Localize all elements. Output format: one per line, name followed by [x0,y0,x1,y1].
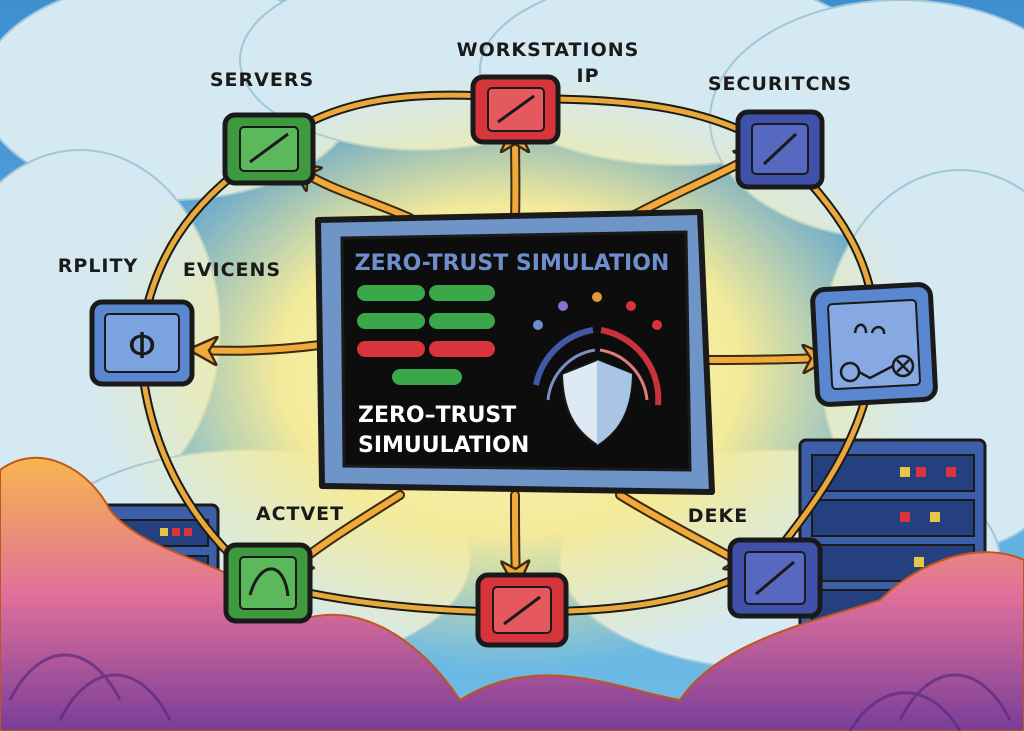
gauge-dot-icon [533,320,543,330]
node-security[interactable] [735,109,825,190]
label-ip: IP [577,65,600,87]
label-actvet: ACTVET [256,503,344,525]
gauge-dot-icon [626,301,636,311]
node-glyph-icon [497,94,535,124]
label-deke: DEKE [688,505,748,527]
label-evicens: EVICENS [183,259,281,281]
screen-subtitle-line1: ZERO–TRUST [358,403,516,428]
shield-icon [560,358,634,447]
status-bar-red [357,341,425,357]
node-gateway[interactable] [475,572,569,648]
label-rplity: RPLITY [58,255,138,277]
gauge-dot-icon [592,292,602,302]
gauge-dot-icon [558,301,568,311]
screen-subtitle-line2: SIMUULATION [358,433,529,458]
status-bar-green [357,313,425,329]
node-device[interactable] [727,537,823,619]
screen-title: ZERO-TRUST SIMULATION [355,251,670,276]
node-glyph-text: Φ [128,326,156,367]
node-glyph-icon [762,132,798,166]
bottom-fog [0,456,1024,731]
status-bar-green [357,285,425,301]
label-servers: SERVERS [210,69,314,91]
node-endpoint[interactable] [810,282,938,407]
label-securitcns: SECURITCNS [708,73,852,95]
status-bars [357,285,495,385]
gauge-dot-icon [652,320,662,330]
node-workstations[interactable] [470,74,561,145]
status-bar-red [429,341,495,357]
node-policy[interactable]: Φ [89,299,195,387]
label-workstations: WORKSTATIONS [457,39,640,61]
trust-gauge [533,292,662,406]
status-bar-green [392,369,462,385]
node-glyph-icon [249,132,289,164]
node-glyph-icon [503,595,541,626]
status-bar-green [429,313,495,329]
node-glyph-icon [755,560,795,596]
node-servers[interactable] [222,112,316,186]
node-glyph-icon [248,567,290,597]
robot-icon [839,323,915,383]
status-bar-green [429,285,495,301]
node-activity[interactable] [223,542,313,624]
